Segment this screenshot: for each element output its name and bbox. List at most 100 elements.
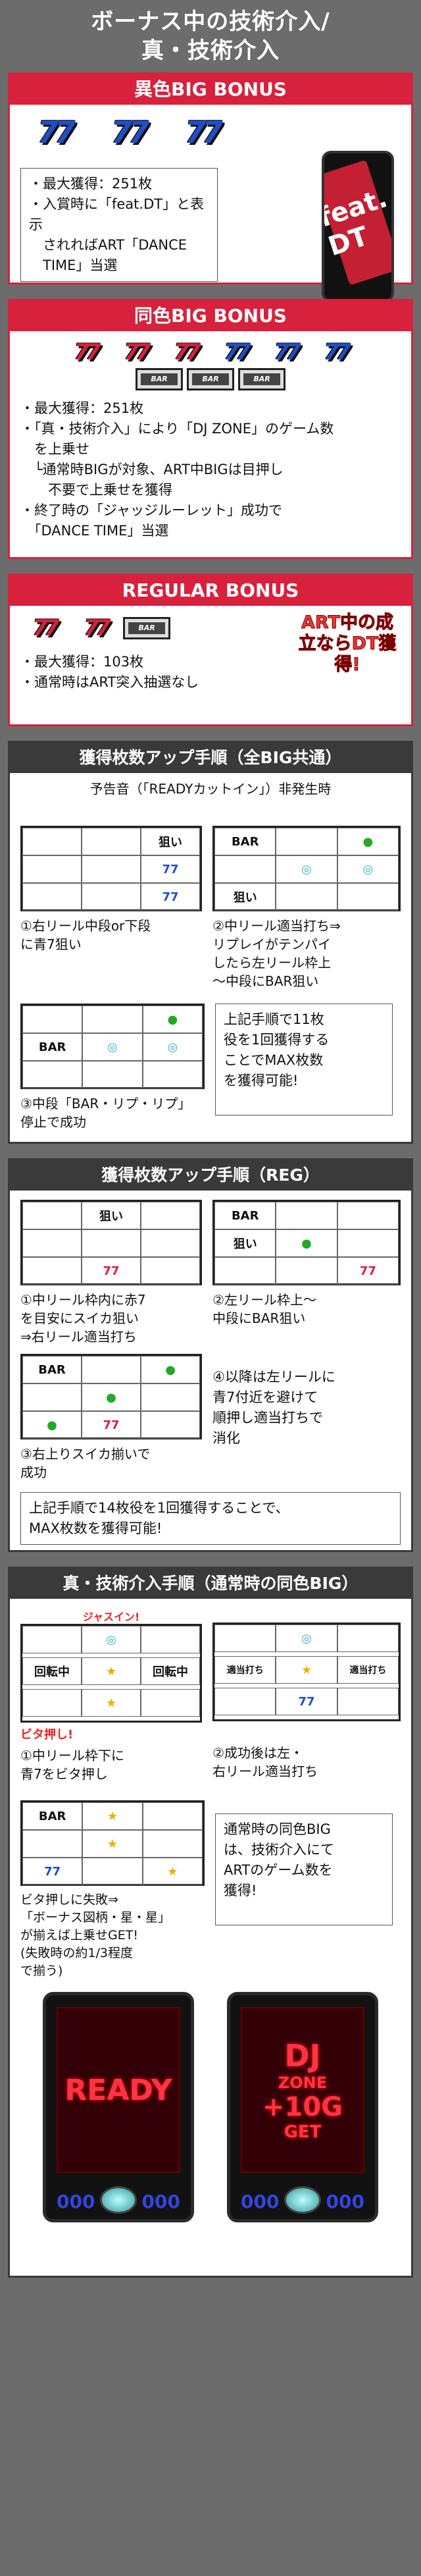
bar-icon: BAR <box>136 368 183 390</box>
blue-seven-icon: 77 <box>141 883 201 911</box>
page-header: ボーナス中の技術介入/ 真・技術介入 <box>8 0 413 72</box>
red-seven-icon: 77 <box>74 339 101 365</box>
bar-icon: BAR <box>123 617 170 639</box>
box-line: MAX枚数を獲得可能! <box>29 1520 162 1536</box>
blue-seven-icon: 77 <box>324 339 351 365</box>
replay-icon: ◎ <box>142 1033 203 1061</box>
regup-row2: BAR● ● ●77 ③右上りスイカ揃いで 成功 ④以降は左リールに 青7付近を… <box>20 1354 401 1482</box>
shin-step2: ◎ 適当打ち★適当打ち 77 ②成功後は左・ 右リール適当打ち <box>212 1608 401 1783</box>
caption-line: に青7狙い <box>20 936 82 952</box>
dbig-bullet: 「DANCE TIME」当選 <box>20 523 169 539</box>
regup-step4-caption: ④以降は左リールに 青7付近を避けて 順押し適当打ちで 消化 <box>212 1354 401 1482</box>
caption-line: ①中リール枠下に <box>20 1748 124 1763</box>
chance-label: ジャスイン! <box>82 1611 140 1623</box>
reel-diagram: BAR● ◎◎ 狙い <box>212 826 401 911</box>
caption-line: 右リール適当打ち <box>212 1763 318 1779</box>
caption-line: ①中リール枠内に赤7 <box>20 1292 146 1308</box>
dbig-bullet: 不要で上乗せを獲得 <box>20 482 172 498</box>
watermelon-icon: ● <box>142 1006 203 1033</box>
caption-line: ビタ押しに失敗⇒ <box>20 1892 118 1907</box>
bigup-step1-caption: ①右リール中段or下段 に青7狙い <box>20 917 202 953</box>
bar-icon: BAR <box>214 828 276 855</box>
ibig-bullet: ・最大獲得：251枚 <box>29 176 153 192</box>
bigup-step3: ● BAR◎◎ ③中段「BAR・リプ・リプ」 停止で成功 <box>20 1004 205 1131</box>
bigup-title: 獲得枚数アップ手順（全BIG共通） <box>10 743 411 773</box>
box-line: は、技術介入にて <box>224 1842 334 1858</box>
blue-seven-icon: 77 <box>141 855 201 883</box>
blue-seven-icon: 77 <box>111 115 149 150</box>
ibig-bullet: TIME」当選 <box>29 257 118 273</box>
red-seven-icon: 77 <box>337 1257 399 1285</box>
regup-step3-caption: ③右上りスイカ揃いで 成功 <box>20 1445 202 1482</box>
dbig-bullet: ・終了時の「ジャッジルーレット」成功で <box>20 502 282 518</box>
reel-diagram: ● BAR◎◎ <box>20 1004 205 1089</box>
bigup-note: 予告音（「READYカットイン」）非発生時 <box>89 781 332 797</box>
shin-row1: ジャスイン! ◎ 回転中★回転中 ★ ビタ押し! ①中リール枠下に 青7をビタ押… <box>20 1608 401 1783</box>
lcd-screen: READY <box>57 2007 180 2173</box>
bigup-step2: BAR● ◎◎ 狙い ②中リール適当打ち⇒ リプレイがテンパイ したら左リール枠… <box>212 826 401 990</box>
caption-line: が揃えば上乗せGET! <box>20 1928 138 1943</box>
replay-icon: ◎ <box>337 855 399 883</box>
caption-line: ②成功後は左・ <box>212 1745 303 1761</box>
lcd-screen: DJ ZONE +10G GET <box>241 2007 364 2173</box>
blue-seven-icon: 77 <box>37 115 76 150</box>
caption-line: 成功 <box>20 1464 47 1480</box>
dbig-section: 同色BIG BONUS 77 77 77 77 77 77 BAR BAR BA… <box>8 299 413 559</box>
lcd-line: DJ <box>284 2038 321 2074</box>
replay-icon: ◎ <box>276 855 337 883</box>
tekito-label: 適当打ち <box>337 1656 399 1684</box>
bigup-row2: ● BAR◎◎ ③中段「BAR・リプ・リプ」 停止で成功 上記手順で11枚 役を… <box>20 1004 401 1131</box>
regup-step2-caption: ②左リール枠上～ 中段にBAR狙い <box>212 1291 401 1328</box>
red-seven-icon: 77 <box>82 1411 141 1439</box>
aim-label: 狙い <box>82 1202 141 1229</box>
lcd-line: +10G <box>262 2092 343 2122</box>
blue-seven-icon: 77 <box>224 339 251 365</box>
bigup-step2-caption: ②中リール適当打ち⇒ リプレイがテンパイ したら左リール枠上 ～中段にBAR狙い <box>212 917 401 990</box>
shin-step3: BAR★ ★ 77★ ビタ押しに失敗⇒ 「ボーナス図柄・星・星」 が揃えば上乗せ… <box>20 1800 205 1980</box>
box-line: を獲得可能! <box>224 1073 299 1088</box>
ibig-info-box: ・最大獲得：251枚 ・入賞時に「feat.DT」と表示 されればART「DAN… <box>20 168 218 282</box>
red-seven-icon: 77 <box>124 339 151 365</box>
red-seven-icon: 77 <box>174 339 201 365</box>
caption-line: 順押し適当打ちで <box>212 1410 324 1426</box>
aim-label: 狙い <box>141 828 201 855</box>
dbig-bullet: ・最大獲得：251枚 <box>20 400 144 416</box>
blue-seven-icon: 77 <box>276 1688 337 1715</box>
shin-step1: ジャスイン! ◎ 回転中★回転中 ★ ビタ押し! ①中リール枠下に 青7をビタ押… <box>20 1608 203 1783</box>
caption-line: ⇒右リール適当打ち <box>20 1329 137 1345</box>
regup-section: 獲得枚数アップ手順（REG） 狙い 77 ①中リール枠内に赤7 を目安にスイカ狙… <box>8 1158 413 1552</box>
replay-icon: ◎ <box>82 1033 143 1061</box>
reg-reel-row: 77 77 BAR <box>20 615 401 641</box>
regup-step2: BAR 狙い● 77 ②左リール枠上～ 中段にBAR狙い <box>212 1200 401 1346</box>
bar-icon: BAR <box>214 1202 276 1229</box>
dbig-bullet: を上乗せ <box>20 441 89 457</box>
blue-seven-icon: 77 <box>184 115 223 150</box>
dbig-bullet: ・「真・技術介入」により「DJ ZONE」のゲーム数 <box>20 421 334 437</box>
shin-lcd-row: READY 000 000 DJ ZONE +10G GET 000 000 <box>20 1992 401 2222</box>
regup-result-box: 上記手順で14枚役を1回獲得することで、 MAX枚数を獲得可能! <box>20 1492 401 1545</box>
star-icon: ★ <box>82 1830 143 1858</box>
lcd-screen: feat. DT <box>324 159 391 286</box>
reel-diagram: 狙い 77 <box>20 1200 203 1285</box>
caption-line: 「ボーナス図柄・星・星」 <box>20 1910 171 1925</box>
tekito-label: 適当打ち <box>214 1656 276 1684</box>
bar-icon: BAR <box>22 1356 82 1383</box>
watermelon-icon: ● <box>22 1411 82 1439</box>
djzone-lcd-image: DJ ZONE +10G GET 000 000 <box>227 1992 378 2222</box>
ibig-section: 異色BIG BONUS 77 77 77 ・最大獲得：251枚 ・入賞時に「fe… <box>8 72 413 302</box>
ibig-reel-row: 77 77 77 <box>20 114 401 151</box>
red-seven-icon: 77 <box>32 615 59 641</box>
watermelon-icon: ● <box>276 1229 337 1257</box>
bigup-step1: 狙い 77 77 ①右リール中段or下段 に青7狙い <box>20 826 203 990</box>
counter-left: 000 <box>57 2191 95 2213</box>
ibig-lcd-image: feat. DT <box>322 151 394 302</box>
box-line: 通常時の同色BIG <box>224 1821 331 1837</box>
counter-right: 000 <box>326 2191 364 2213</box>
push-button-icon <box>284 2186 321 2214</box>
reg-bullets: ・最大獲得：103枚 ・通常時はART突入抽選なし <box>20 652 401 693</box>
bita-label: ビタ押し! <box>20 1728 74 1742</box>
shin-section: 真・技術介入手順（通常時の同色BIG） ジャスイン! ◎ 回転中★回転中 ★ ビ… <box>8 1567 413 2278</box>
ready-lcd-image: READY 000 000 <box>43 1992 194 2222</box>
reel-diagram: BAR★ ★ 77★ <box>20 1800 205 1886</box>
caption-line: ①右リール中段or下段 <box>20 918 151 934</box>
